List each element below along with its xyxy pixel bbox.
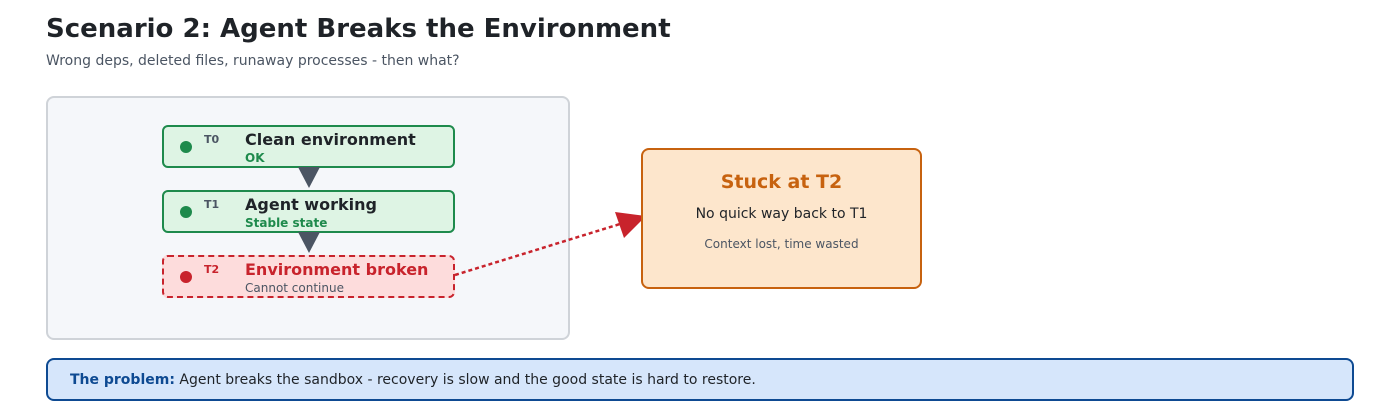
state-name: Clean environment <box>245 130 416 149</box>
outcome-title: Stuck at T2 <box>720 171 843 193</box>
page-subtitle: Wrong deps, deleted files, runaway proce… <box>46 53 460 69</box>
state-name: Agent working <box>245 195 377 214</box>
state-tag: T1 <box>204 198 220 211</box>
problem-text: The problem: Agent breaks the sandbox - … <box>70 372 756 388</box>
state-tag: T2 <box>204 263 220 276</box>
state-t2-box: T2 Environment broken Cannot continue <box>162 255 455 298</box>
state-status: OK <box>245 151 265 165</box>
status-dot <box>180 271 192 283</box>
page-title: Scenario 2: Agent Breaks the Environment <box>46 14 671 44</box>
state-name: Environment broken <box>245 260 429 279</box>
problem-label: The problem: <box>70 372 175 388</box>
outcome-line: No quick way back to T1 <box>695 206 868 222</box>
outcome-box: Stuck at T2 No quick way back to T1 Cont… <box>641 148 922 289</box>
state-status: Stable state <box>245 216 328 230</box>
problem-callout: The problem: Agent breaks the sandbox - … <box>46 358 1354 401</box>
state-t1-box: T1 Agent working Stable state <box>162 190 455 233</box>
down-arrow-icon <box>298 232 320 253</box>
down-arrow-icon <box>298 167 320 188</box>
outcome-note: Context lost, time wasted <box>704 237 859 251</box>
problem-description: Agent breaks the sandbox - recovery is s… <box>174 372 756 388</box>
state-status: Cannot continue <box>245 281 344 295</box>
state-t0-box: T0 Clean environment OK <box>162 125 455 168</box>
status-dot <box>180 141 192 153</box>
state-tag: T0 <box>204 133 220 146</box>
status-dot <box>180 206 192 218</box>
